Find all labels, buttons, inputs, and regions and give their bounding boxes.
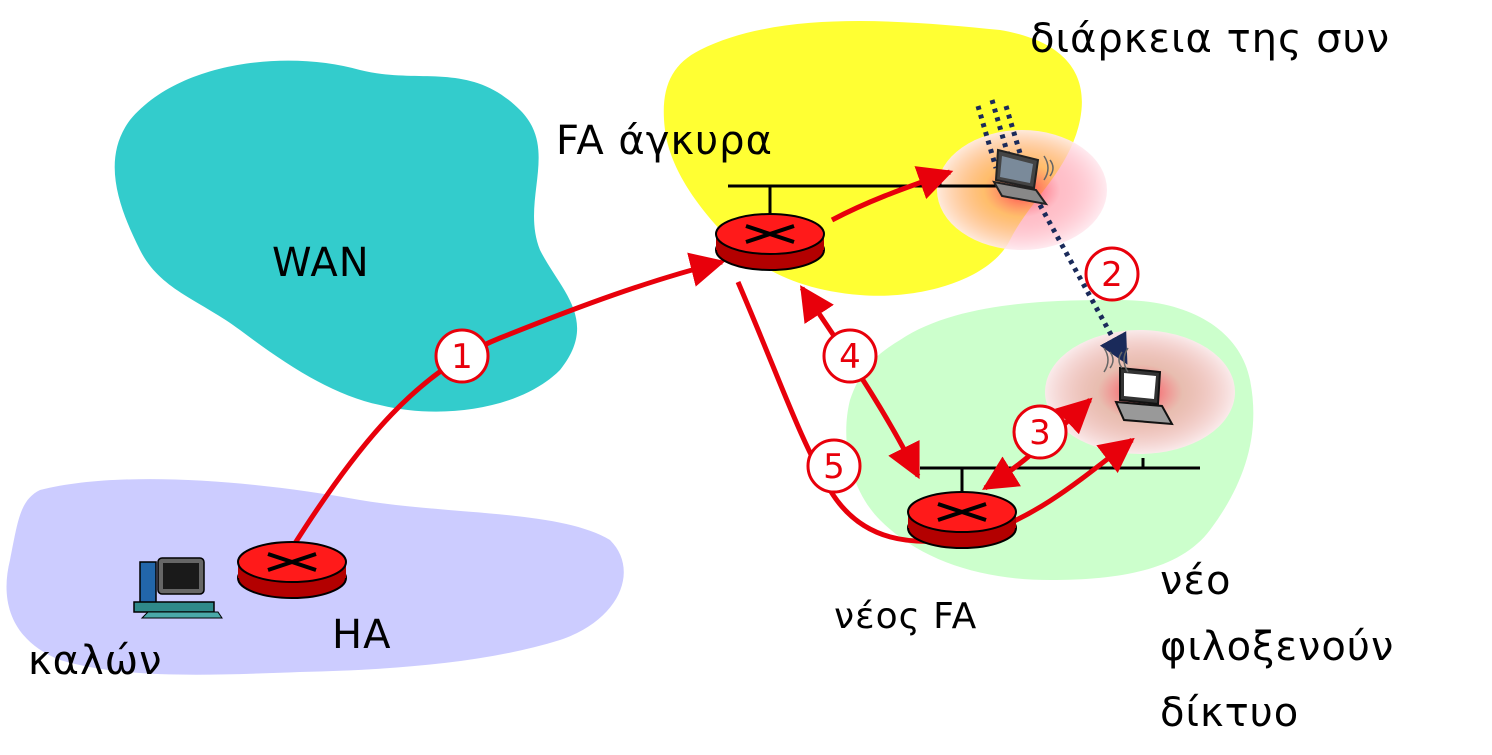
new-fa-label: νέος FA bbox=[834, 596, 978, 637]
step-5-marker: 5 bbox=[806, 438, 862, 494]
fa-anchor-label: FA άγκυρα bbox=[556, 118, 773, 164]
title-partial: διάρκεια της συν bbox=[1030, 16, 1391, 62]
path-anchor-to-old bbox=[830, 166, 954, 223]
step-4-marker: 4 bbox=[822, 328, 878, 384]
step-2-label: 2 bbox=[1101, 255, 1123, 295]
new-network-label-line3: δίκτυο bbox=[1160, 690, 1300, 736]
wan-cloud bbox=[114, 60, 578, 412]
step-3-marker: 3 bbox=[1012, 404, 1068, 460]
wireless-signal-icon bbox=[1043, 155, 1129, 373]
router-icon bbox=[715, 213, 825, 271]
desktop-computer-icon bbox=[133, 557, 223, 619]
wan-label: WAN bbox=[272, 240, 370, 286]
laptop-icon bbox=[992, 148, 1049, 206]
new-network-label-line1: νέο bbox=[1160, 558, 1232, 604]
step-4-label: 4 bbox=[839, 337, 861, 377]
step-markers: 1 2 3 4 5 bbox=[434, 246, 1140, 494]
step-5-label: 5 bbox=[823, 447, 845, 487]
step-1-label: 1 bbox=[451, 337, 473, 377]
router-icon bbox=[237, 541, 347, 599]
move-path bbox=[975, 99, 1129, 365]
laptop-icon bbox=[1114, 366, 1174, 426]
step-1-marker: 1 bbox=[434, 328, 490, 384]
new-network-label-line2: φιλοξενούν bbox=[1160, 624, 1395, 670]
path-anchor-to-new-laptop bbox=[735, 281, 1135, 544]
step-2-marker: 2 bbox=[1084, 246, 1140, 302]
router-icon bbox=[907, 491, 1017, 549]
ha-label: HA bbox=[332, 612, 392, 658]
caller-label: καλών bbox=[28, 638, 163, 684]
step-3-label: 3 bbox=[1029, 413, 1051, 453]
path-ha-to-anchor bbox=[289, 252, 726, 550]
